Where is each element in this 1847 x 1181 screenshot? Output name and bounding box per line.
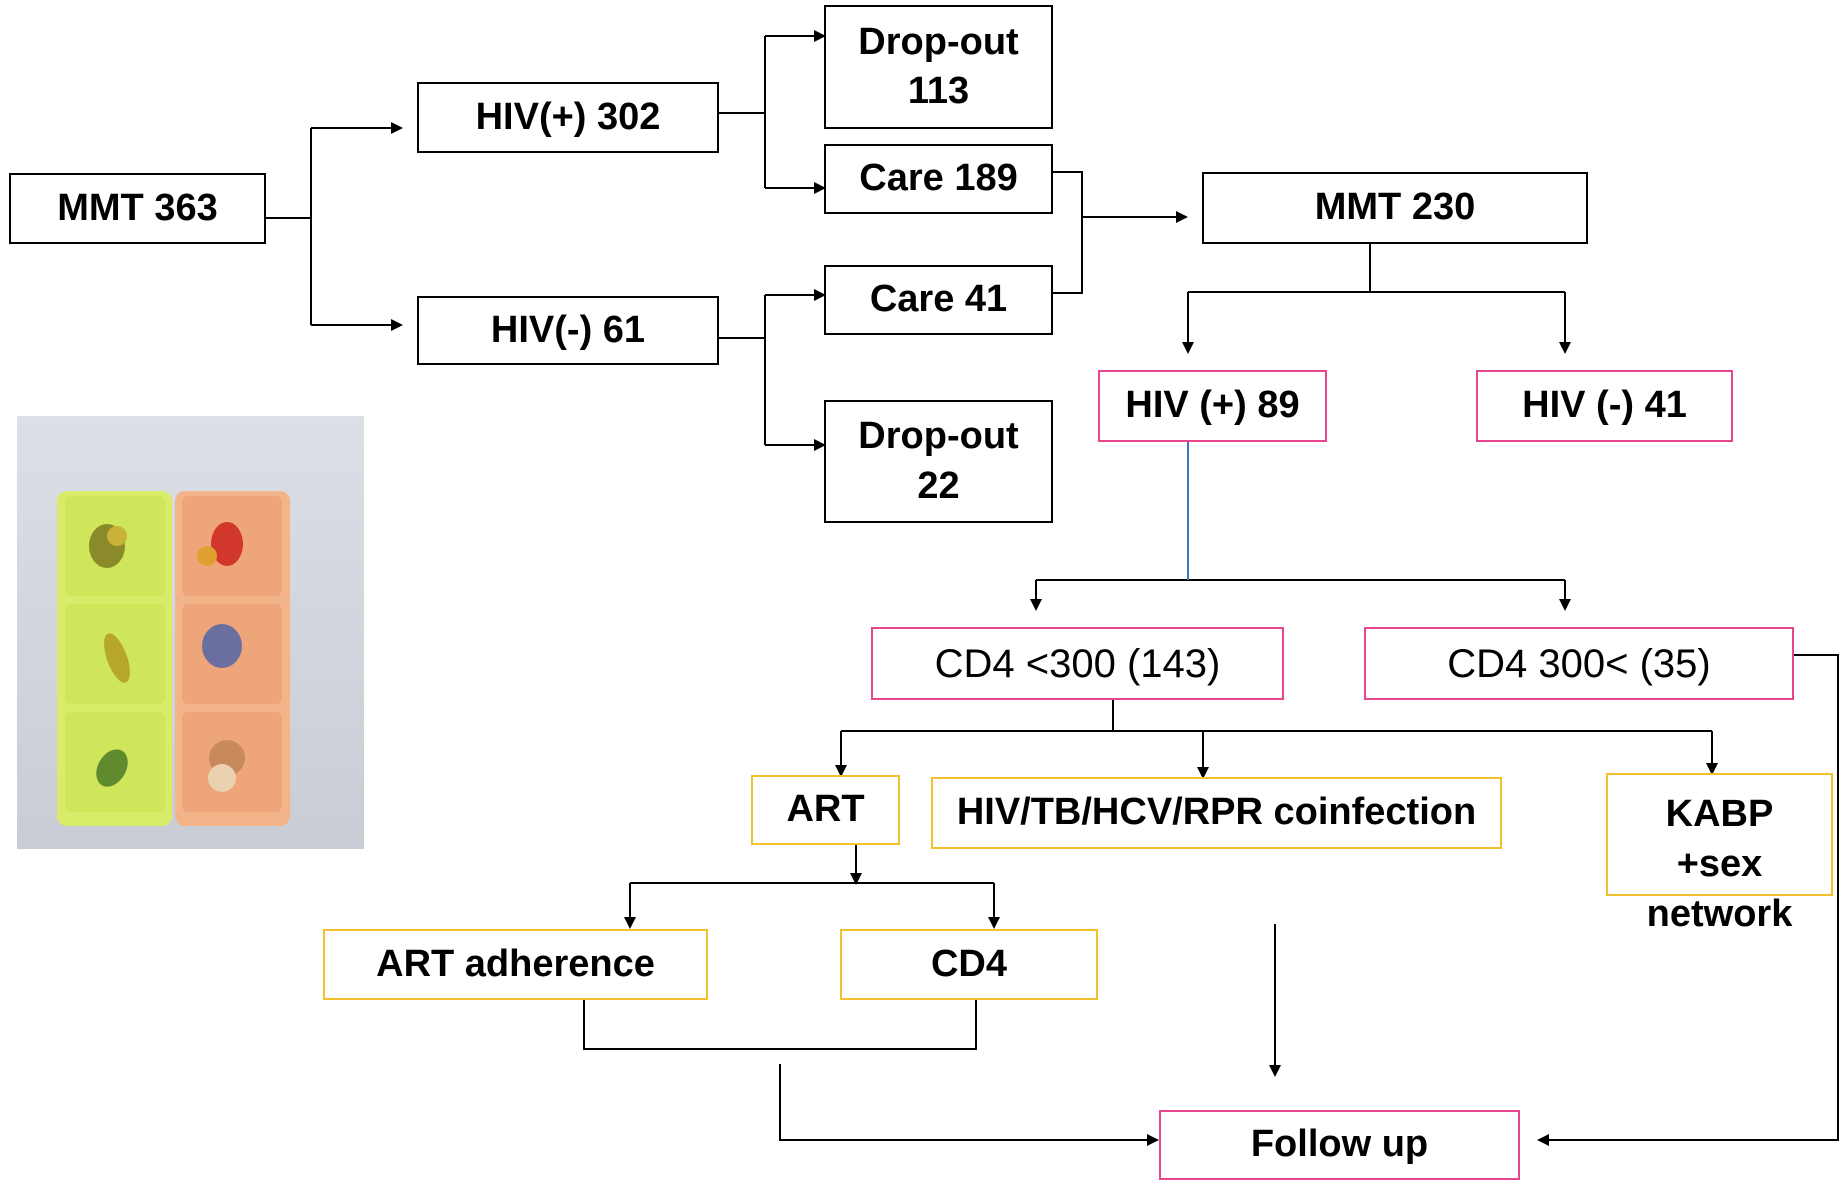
node-care-189-label: Care 189 [859, 157, 1018, 200]
connector-hiv302-split [719, 36, 766, 188]
node-dropout-113: Drop-out 113 [824, 5, 1053, 129]
connector-hiv61-split [719, 295, 766, 445]
node-hiv-pos-302-label: HIV(+) 302 [475, 95, 661, 138]
node-mmt-363-label: MMT 363 [57, 186, 218, 229]
node-hiv-pos-89: HIV (+) 89 [1098, 370, 1327, 442]
arrow-cd4gt300-to-follow-up [1537, 654, 1839, 1146]
node-hiv-neg-41-label: HIV (-) 41 [1522, 384, 1687, 427]
node-kabp-label: KABP +sex network [1646, 793, 1793, 935]
node-care-41-label: Care 41 [869, 278, 1008, 321]
node-cd4-lt300: CD4 <300 (143) [871, 627, 1284, 700]
node-cd4-label: CD4 [930, 942, 1008, 985]
node-coinfection: HIV/TB/HCV/RPR coinfection [931, 777, 1502, 849]
node-mmt-230-label: MMT 230 [1314, 186, 1476, 229]
node-hiv-pos-302: HIV(+) 302 [417, 82, 719, 153]
node-art: ART [751, 775, 900, 845]
node-kabp: KABP +sex network [1606, 773, 1833, 935]
node-dropout-22: Drop-out 22 [824, 400, 1053, 523]
node-art-adherence-label: ART adherence [376, 942, 655, 985]
node-dropout-113-label: Drop-out 113 [858, 20, 1019, 112]
connector-adherence-cd4-merge [583, 1000, 977, 1050]
connector-mmt230-split [1188, 244, 1565, 293]
connector-cd4lt300-split [841, 700, 1712, 732]
node-cd4-lt300-label: CD4 <300 (143) [934, 641, 1221, 686]
node-follow-up: Follow up [1159, 1110, 1520, 1180]
node-care-189: Care 189 [824, 144, 1053, 214]
node-dropout-22-label: Drop-out 22 [858, 415, 1019, 507]
node-care-41: Care 41 [824, 265, 1053, 335]
node-art-label: ART [786, 788, 865, 831]
node-follow-up-label: Follow up [1250, 1123, 1429, 1166]
node-hiv-neg-61: HIV(-) 61 [417, 296, 719, 365]
node-hiv-neg-41: HIV (-) 41 [1476, 370, 1733, 442]
connector-mmt363-split [266, 128, 312, 325]
node-cd4: CD4 [840, 929, 1098, 1000]
node-cd4-gt300: CD4 300< (35) [1364, 627, 1794, 700]
node-mmt-363: MMT 363 [9, 173, 266, 244]
node-mmt-230: MMT 230 [1202, 172, 1588, 244]
node-hiv-pos-89-label: HIV (+) 89 [1125, 384, 1300, 427]
arrow-merge-to-follow-up [779, 1064, 1159, 1146]
node-art-adherence: ART adherence [323, 929, 708, 1000]
node-coinfection-label: HIV/TB/HCV/RPR coinfection [956, 791, 1477, 834]
pill-organizer-photo [17, 416, 364, 849]
node-cd4-gt300-label: CD4 300< (35) [1447, 641, 1711, 686]
node-hiv-neg-61-label: HIV(-) 61 [490, 308, 646, 351]
connector-care-merge [1052, 171, 1083, 294]
